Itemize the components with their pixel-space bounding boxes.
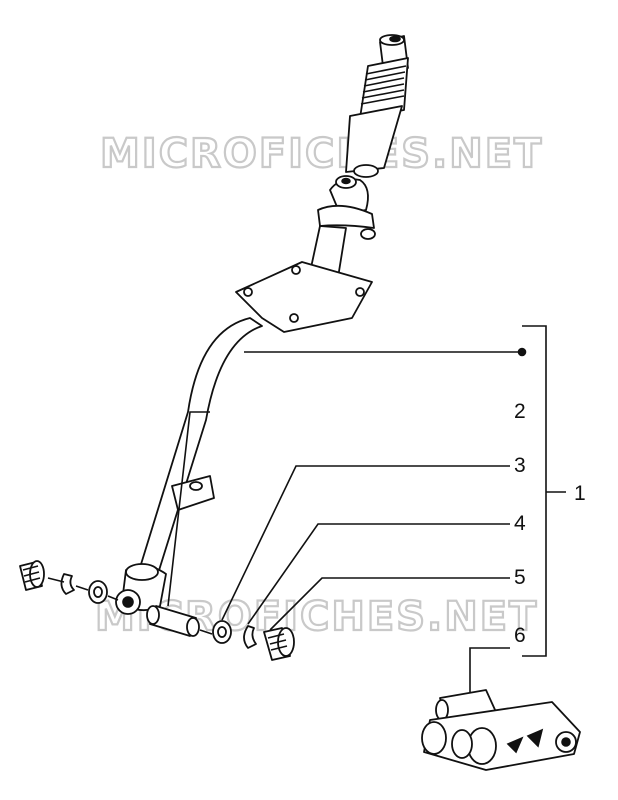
- spacer-icon: [146, 411, 213, 637]
- gear-shift-tube-icon: [115, 34, 527, 615]
- callout-1: 1: [574, 482, 586, 505]
- circlip-icon: [243, 523, 510, 649]
- assembly-bracket: [522, 325, 566, 657]
- watermark-top: MICROFICHES.NET: [100, 131, 543, 177]
- callout-3: 3: [514, 454, 526, 477]
- washer-icon: [212, 465, 510, 644]
- callout-6: 6: [514, 624, 526, 647]
- bush-icon: [263, 577, 510, 661]
- callout-5: 5: [514, 566, 526, 589]
- left-hardware-group: [19, 560, 119, 604]
- callout-2: 2: [514, 400, 526, 423]
- callout-4: 4: [514, 512, 526, 535]
- gear-selector-icon: [421, 647, 581, 771]
